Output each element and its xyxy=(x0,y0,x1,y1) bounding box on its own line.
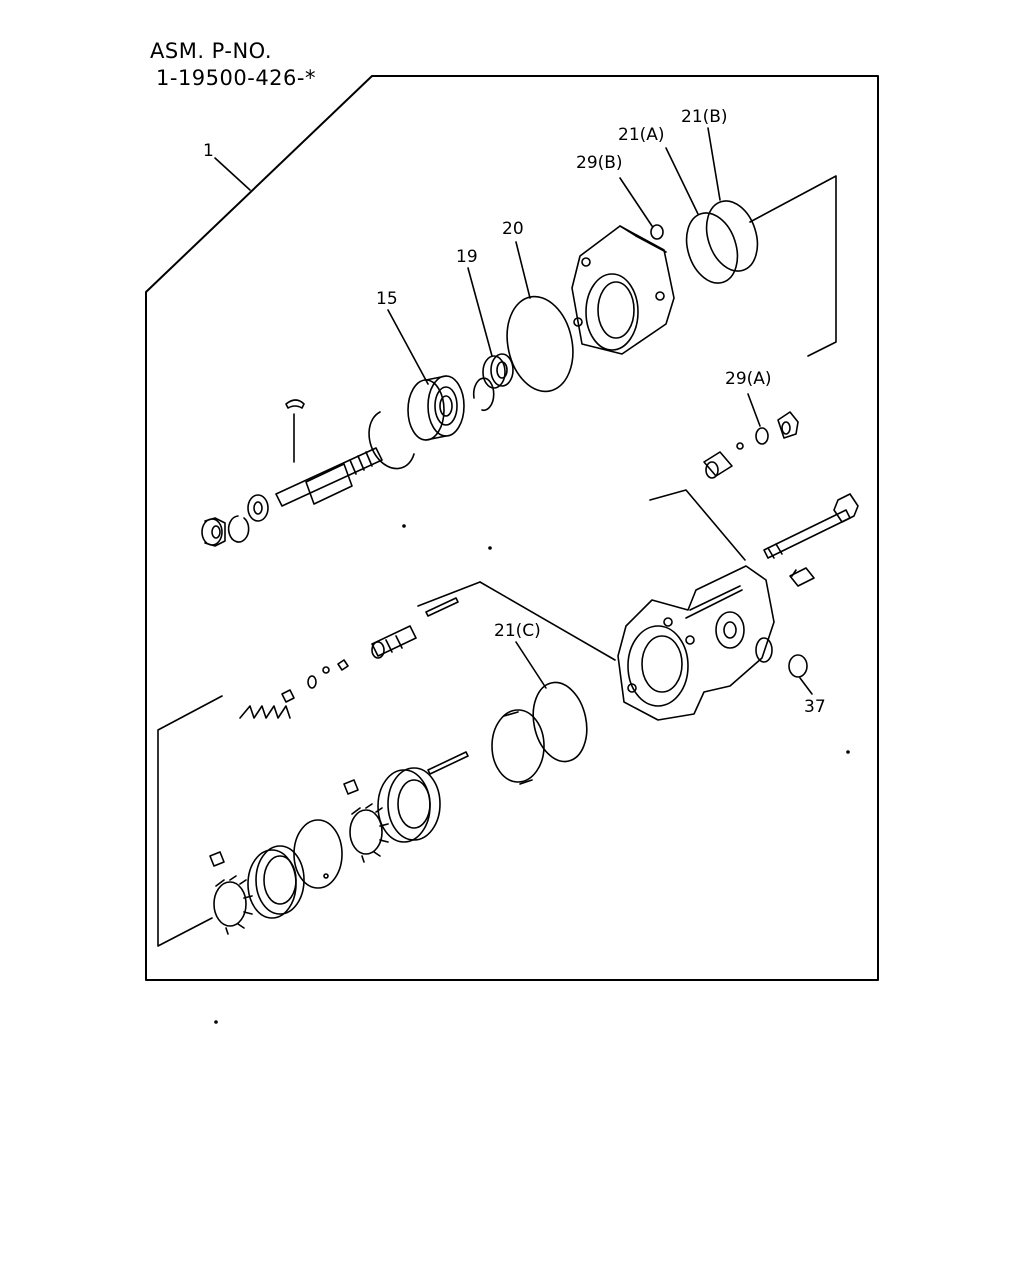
driven-gear xyxy=(349,803,389,863)
leader-15 xyxy=(387,309,429,385)
bracket-mid xyxy=(649,489,746,561)
pin-long xyxy=(427,751,469,775)
callout-19: 19 xyxy=(456,247,478,267)
side-plate-front xyxy=(491,709,545,785)
callout-21b: 21(B) xyxy=(681,107,728,127)
callout-15: 15 xyxy=(376,289,398,309)
dowel-pin xyxy=(425,597,459,617)
callout-37: 37 xyxy=(804,697,826,717)
through-bolt xyxy=(763,493,859,559)
o-ring-37 xyxy=(788,654,808,678)
callout-20: 20 xyxy=(502,219,524,239)
spring-seat xyxy=(281,689,295,703)
drive-shaft xyxy=(275,447,383,507)
callout-21a: 21(A) xyxy=(618,125,665,145)
leader-19 xyxy=(467,267,493,357)
dot xyxy=(488,546,492,550)
leader-21c xyxy=(515,641,547,689)
retaining-ring xyxy=(368,411,415,470)
shaft-nut xyxy=(201,517,226,547)
woodruff-key xyxy=(285,399,305,409)
o-ring-29b xyxy=(650,224,664,240)
drive-gear xyxy=(213,875,253,935)
callout-21c: 21(C) xyxy=(494,621,541,641)
bracket-left xyxy=(157,695,223,947)
pump-housing xyxy=(617,565,775,721)
small-ring xyxy=(307,675,317,689)
small-bolt xyxy=(789,567,815,587)
leader-21a xyxy=(665,147,699,215)
o-ring-29a xyxy=(755,427,769,445)
asm-label: ASM. P-NO. xyxy=(150,39,273,63)
snap-ring xyxy=(472,377,495,412)
key-lower xyxy=(209,851,225,867)
oil-seal xyxy=(482,353,514,389)
circlip-small xyxy=(227,515,250,543)
check-ball xyxy=(322,666,330,674)
small-ball xyxy=(736,442,744,450)
bushing-lower xyxy=(247,845,305,919)
o-ring-21b xyxy=(705,200,759,272)
assembly-frame xyxy=(145,75,879,981)
dot xyxy=(402,524,406,528)
o-ring-20 xyxy=(506,295,574,393)
dot xyxy=(214,1020,218,1024)
bracket-lower-join xyxy=(417,581,481,607)
bushing-upper xyxy=(377,767,441,843)
callout-29a: 29(A) xyxy=(725,369,772,389)
callout-29b: 29(B) xyxy=(576,153,623,173)
leader-21b xyxy=(707,127,721,201)
dot xyxy=(846,750,850,754)
bracket-lower xyxy=(479,581,616,661)
key-upper xyxy=(343,779,359,795)
callout-1: 1 xyxy=(203,141,214,161)
leader-20 xyxy=(515,241,531,299)
o-ring-21a xyxy=(685,212,739,284)
leader-37 xyxy=(799,677,813,695)
ball-bearing xyxy=(407,375,465,441)
assembly-header: ASM. P-NO. 1-19500-426-* xyxy=(150,38,316,92)
leader-29a xyxy=(747,393,761,427)
o-ring-21c xyxy=(532,681,588,763)
bracket-upper xyxy=(749,175,837,357)
side-plate-rear xyxy=(293,819,343,889)
valve-seat xyxy=(337,659,349,671)
leader-1 xyxy=(214,157,251,191)
relief-fitting xyxy=(703,451,733,479)
valve-spring xyxy=(239,705,291,719)
washer xyxy=(247,494,269,522)
leader-29b xyxy=(619,177,653,227)
front-cover xyxy=(571,225,675,355)
plug-fitting xyxy=(777,411,799,439)
part-number: 1-19500-426-* xyxy=(156,66,316,90)
valve-spool xyxy=(371,625,417,659)
